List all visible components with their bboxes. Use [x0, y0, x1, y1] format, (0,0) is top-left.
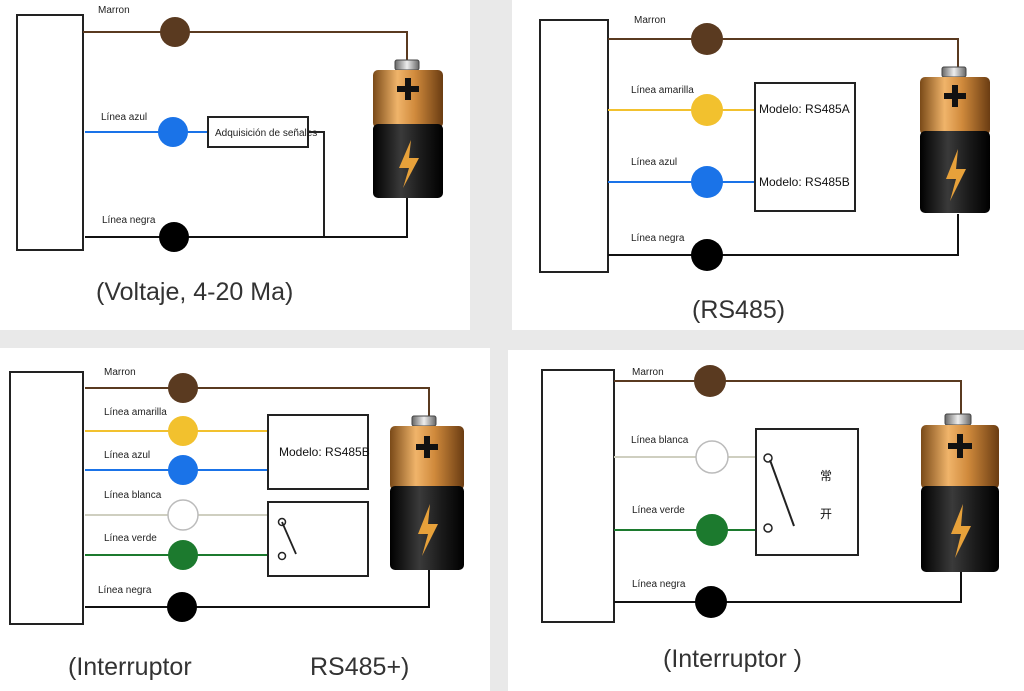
- battery-icon: [390, 415, 464, 570]
- switch-icon: [763, 453, 795, 533]
- switch-box: [267, 501, 369, 577]
- label-brown: Marron: [634, 15, 666, 26]
- label-black: Línea negra: [632, 579, 686, 590]
- normally-open-switch-box: [755, 428, 859, 556]
- label-yellow: Línea amarilla: [104, 407, 167, 418]
- yellow-terminal: [691, 94, 723, 126]
- rs485b-label: Modelo: RS485B: [279, 445, 370, 459]
- normally-open-label-2: 开: [820, 507, 832, 521]
- label-black: Línea negra: [102, 215, 156, 226]
- caption-rs485: (RS485): [692, 296, 785, 324]
- caption-voltage: (Voltaje, 4-20 Ma): [96, 278, 293, 306]
- white-terminal: [167, 499, 199, 531]
- blue-terminal: [168, 455, 198, 485]
- green-terminal: [168, 540, 198, 570]
- black-wire: [614, 567, 962, 603]
- black-wire: [85, 197, 408, 238]
- label-yellow: Línea amarilla: [631, 85, 694, 96]
- panel-rs485: Modelo: RS485A Modelo: RS485B Marron Lín…: [512, 0, 1024, 330]
- brown-wire: [83, 31, 408, 70]
- label-brown: Marron: [632, 367, 664, 378]
- caption-switch-rs485-right: RS485+): [310, 653, 409, 681]
- rs485b-box: [267, 414, 369, 490]
- sensor-block: [539, 19, 609, 273]
- blue-terminal: [158, 117, 188, 147]
- label-brown: Marron: [104, 367, 136, 378]
- switch-icon: [277, 517, 297, 561]
- rs485b-label: Modelo: RS485B: [759, 175, 850, 189]
- caption-switch: (Interruptor ): [663, 645, 802, 673]
- label-brown: Marron: [98, 5, 130, 16]
- label-green: Línea verde: [632, 505, 685, 516]
- black-terminal: [159, 222, 189, 252]
- brown-wire: [85, 387, 430, 420]
- yellow-terminal: [168, 416, 198, 446]
- sensor-block: [541, 369, 615, 623]
- caption-switch-rs485-left: (Interruptor: [68, 653, 192, 681]
- brown-wire: [608, 38, 959, 75]
- signal-acquisition-label: Adquisición de señales: [215, 128, 317, 139]
- battery-icon: [373, 59, 443, 198]
- label-white: Línea blanca: [104, 490, 162, 501]
- rs485a-label: Modelo: RS485A: [759, 102, 850, 116]
- normally-open-label-1: 常: [820, 469, 832, 483]
- rs485-module-box: [754, 82, 856, 212]
- brown-terminal: [694, 365, 726, 397]
- label-black: Línea negra: [631, 233, 685, 244]
- white-terminal: [695, 440, 729, 474]
- label-blue: Línea azul: [631, 157, 677, 168]
- battery-icon: [921, 413, 999, 572]
- black-wire: [608, 214, 959, 256]
- brown-terminal: [168, 373, 198, 403]
- black-terminal: [695, 586, 727, 618]
- sensor-block: [16, 14, 84, 251]
- blue-terminal: [691, 166, 723, 198]
- label-blue: Línea azul: [104, 450, 150, 461]
- label-black: Línea negra: [98, 585, 152, 596]
- brown-terminal: [691, 23, 723, 55]
- black-terminal: [167, 592, 197, 622]
- black-terminal: [691, 239, 723, 271]
- label-white: Línea blanca: [631, 435, 689, 446]
- brown-wire: [614, 380, 962, 418]
- green-terminal: [696, 514, 728, 546]
- battery-icon: [920, 66, 990, 213]
- black-wire: [85, 568, 430, 608]
- panel-switch-rs485: Modelo: RS485B Marron Línea amarilla Lín…: [0, 348, 490, 691]
- brown-terminal: [160, 17, 190, 47]
- sensor-block: [9, 371, 84, 625]
- panel-switch: 常 开 Marron Línea blanca Línea verde Líne…: [508, 350, 1024, 691]
- label-green: Línea verde: [104, 533, 157, 544]
- label-blue: Línea azul: [101, 112, 147, 123]
- panel-voltage: Adquisición de señales Marron Línea azul…: [0, 0, 470, 330]
